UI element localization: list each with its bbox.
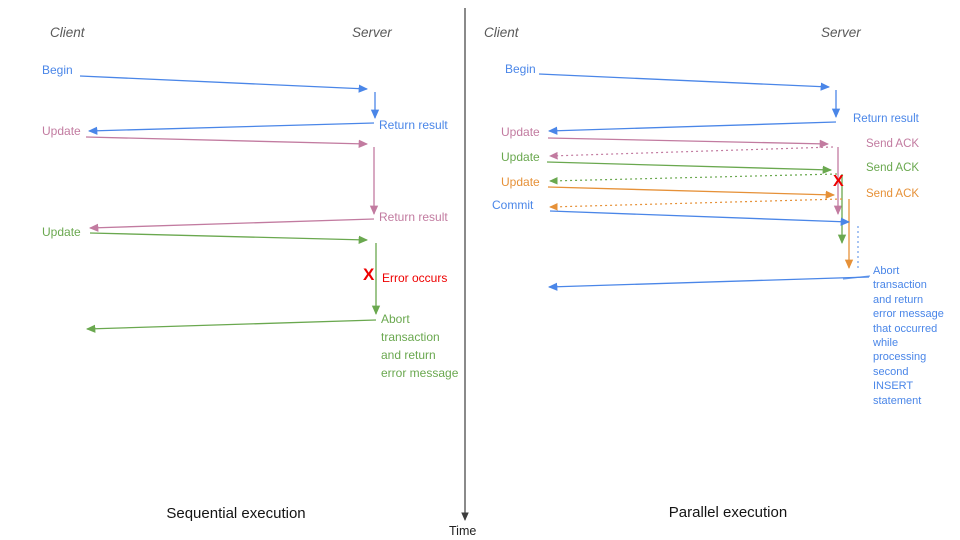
par-update2-arrow [546, 161, 833, 174]
seq-server-header: Server [352, 25, 392, 40]
seq-error-label: Error occurs [382, 271, 448, 285]
par-ack-3-label: Send ACK [866, 188, 920, 200]
seq-client-header: Client [50, 25, 85, 40]
par-begin-arrow [538, 73, 831, 91]
seq-return-result-1-label: Return result [379, 118, 448, 132]
par-update3-arrow [547, 186, 836, 199]
par-update-2-label: Update [501, 150, 540, 164]
seq-update-1-label: Update [42, 124, 81, 138]
seq-begin-label: Begin [42, 63, 73, 77]
par-ack-1-label: Send ACK [866, 138, 920, 150]
par-commit-arrow [549, 210, 851, 226]
seq-abort-message: Abort transaction and return error messa… [381, 312, 459, 380]
time-axis-label: Time [449, 524, 477, 538]
seq-return-result-arrow-pink [88, 218, 375, 232]
seq-return-result-2-label: Return result [379, 210, 448, 224]
par-return-result-arrow [547, 121, 837, 135]
par-ack3-dotted-arrow [549, 198, 843, 211]
par-update-1-label: Update [501, 125, 540, 139]
par-error-x-icon: X [833, 173, 844, 190]
seq-begin-arrow [79, 75, 369, 93]
par-caption: Parallel execution [668, 504, 788, 521]
par-client-header: Client [484, 25, 519, 40]
seq-caption: Sequential execution [166, 505, 306, 522]
par-server-header: Server [821, 25, 861, 40]
par-update-3-label: Update [501, 175, 540, 189]
par-update1-arrow [547, 137, 830, 148]
par-ack2-dotted-arrow [549, 173, 838, 185]
par-abort-return-arrow [547, 276, 870, 291]
par-ack1-dotted-arrow [549, 146, 834, 160]
par-abort-message: Abort transaction and return error messa… [873, 265, 944, 407]
seq-error-x-icon: X [363, 265, 375, 284]
par-ack-2-label: Send ACK [866, 162, 920, 174]
seq-update1-arrow [85, 136, 369, 148]
par-return-result-label: Return result [853, 113, 919, 125]
seq-update-2-label: Update [42, 225, 81, 239]
seq-return-result-arrow-blue [87, 122, 375, 135]
par-commit-label: Commit [492, 198, 534, 212]
seq-abort-return-arrow [85, 319, 377, 333]
par-begin-label: Begin [505, 62, 536, 76]
seq-update2-arrow [89, 232, 369, 244]
